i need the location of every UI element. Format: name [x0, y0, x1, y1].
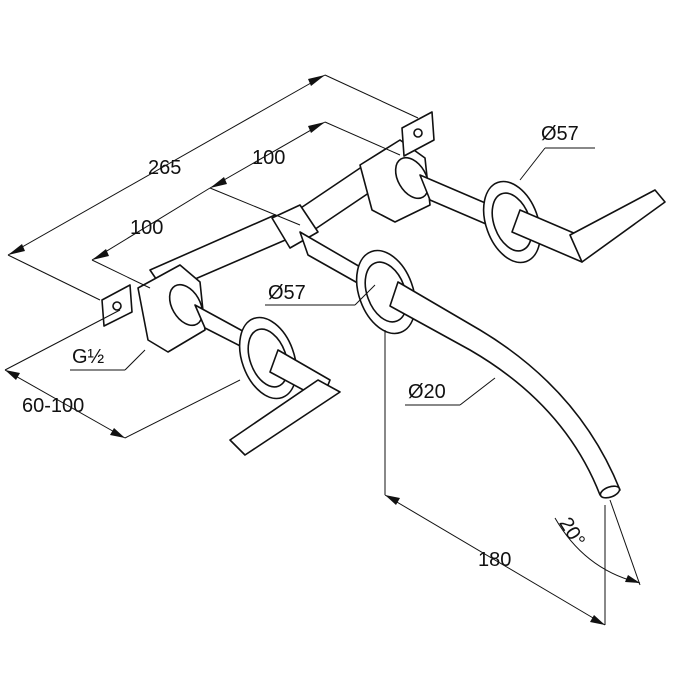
arrow	[308, 75, 325, 86]
arrow	[385, 495, 400, 505]
right-valve-collar	[394, 156, 430, 200]
dim-line-100-upper	[209, 121, 326, 189]
right-bracket-hole	[413, 128, 423, 138]
dim-line-180	[384, 494, 606, 626]
angle-line-20	[609, 499, 641, 586]
spout-assembly	[299, 231, 621, 499]
arrow	[110, 428, 125, 438]
label-overall-length: 265	[148, 157, 181, 179]
ext-line-100-mid	[209, 187, 301, 226]
leader-d57-left-end	[354, 284, 376, 306]
arrow	[590, 615, 605, 625]
label-rosette-diameter-left: Ø57	[268, 282, 306, 304]
arrow	[5, 370, 20, 380]
arrow	[210, 177, 227, 188]
dimension-lines	[4, 74, 641, 626]
right-handle-assembly	[419, 174, 666, 264]
left-bracket-hole	[112, 301, 122, 311]
right-lever-arm	[569, 189, 666, 263]
leader-d20	[459, 377, 496, 406]
arrow	[8, 244, 25, 255]
arrow	[92, 249, 109, 260]
leader-thread	[124, 349, 146, 371]
ext-line-100-upper	[324, 121, 401, 156]
dim-line-265	[7, 74, 326, 256]
label-thread: G½	[72, 346, 105, 368]
label-spout-angle: 20°	[554, 514, 589, 551]
dim-line-60-100	[4, 369, 126, 439]
label-center-distance-upper: 100	[252, 147, 285, 169]
ext-line-60-100-left	[4, 309, 121, 371]
ext-line-60-100-right	[124, 379, 241, 439]
leader-d57-right	[519, 147, 546, 181]
label-center-distance-lower: 100	[130, 217, 163, 239]
left-rosette	[238, 316, 298, 400]
left-rosette-inner	[247, 328, 289, 388]
label-rosette-diameter-right: Ø57	[541, 123, 579, 145]
label-spout-projection: 180	[478, 549, 511, 571]
arrow	[308, 122, 325, 133]
ext-line-265-left	[7, 254, 101, 301]
spout-outlet	[599, 485, 621, 499]
left-handle-assembly	[194, 304, 341, 456]
ext-line-265-right	[324, 74, 419, 119]
dimension-labels: 265 100 100 Ø57 Ø57 G½ 60-100 Ø20 180 20…	[22, 123, 589, 571]
label-spout-diameter: Ø20	[408, 381, 446, 403]
left-lever-arm	[229, 379, 341, 456]
arrow	[625, 575, 640, 583]
label-wall-depth-range: 60-100	[22, 395, 84, 417]
right-rosette	[482, 180, 542, 264]
left-valve-collar	[168, 283, 204, 327]
ext-line-100-lower	[91, 259, 151, 289]
dim-line-100-lower	[91, 187, 211, 261]
